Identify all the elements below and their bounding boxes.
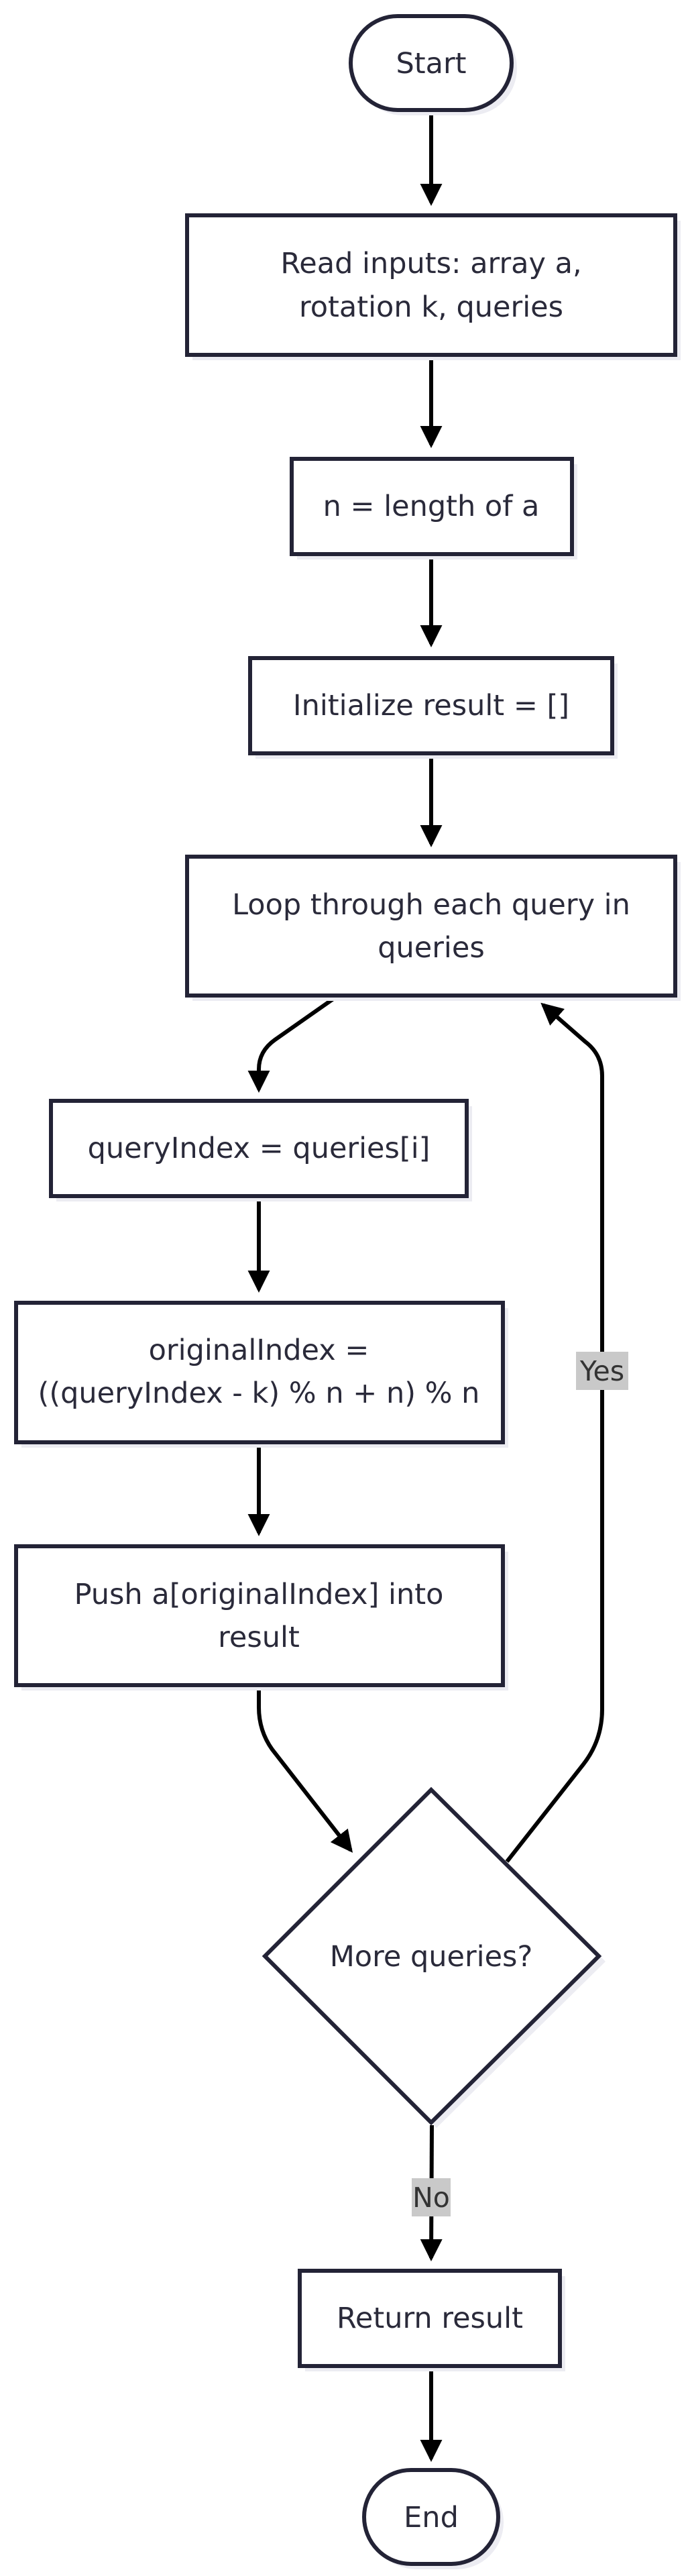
- push-label-line-1: Push a[originalIndex] into: [74, 1578, 444, 1611]
- n-length-label: n = length of a: [323, 490, 540, 523]
- edge-label-yes: Yes: [576, 1352, 628, 1390]
- edge-decision-to-loop-yes: [505, 1002, 604, 1863]
- edge-loop-to-query-index: [247, 997, 335, 1093]
- original-index-node: originalIndex = ((queryIndex - k) % n + …: [14, 1301, 508, 1448]
- query-index-label: queryIndex = queries[i]: [88, 1132, 430, 1165]
- start-node: Start: [349, 14, 517, 115]
- edge-push-to-decision: [257, 1685, 353, 1853]
- loop-node: Loop through each query in queries: [185, 855, 681, 1001]
- loop-label-line-2: queries: [378, 931, 485, 965]
- read-inputs-label-line-2: rotation k, queries: [299, 290, 563, 324]
- end-node-label: End: [404, 2501, 459, 2534]
- loop-label-line-1: Loop through each query in: [232, 888, 630, 922]
- return-result-node: Return result: [298, 2269, 565, 2371]
- original-index-label-line-1: originalIndex =: [149, 1334, 369, 1367]
- init-result-node: Initialize result = []: [248, 656, 618, 759]
- original-index-label-line-2: ((queryIndex - k) % n + n) % n: [38, 1377, 480, 1410]
- push-node: Push a[originalIndex] into result: [14, 1544, 508, 1690]
- query-index-node: queryIndex = queries[i]: [49, 1099, 472, 1201]
- return-result-label: Return result: [337, 2302, 523, 2335]
- edge-label-no: No: [412, 2178, 451, 2216]
- decision-label: More queries?: [330, 1940, 533, 1974]
- edge-label-yes-text: Yes: [579, 1355, 624, 1387]
- start-node-label: Start: [396, 47, 466, 80]
- decision-node: More queries?: [262, 1786, 606, 2128]
- read-inputs-node: Read inputs: array a, rotation k, querie…: [185, 213, 681, 360]
- edges: [247, 111, 604, 2462]
- push-label-line-2: result: [218, 1621, 300, 1654]
- end-node: End: [362, 2468, 504, 2569]
- n-length-node: n = length of a: [290, 457, 577, 559]
- edge-label-no-text: No: [412, 2182, 450, 2214]
- read-inputs-label-line-1: Read inputs: array a,: [280, 247, 581, 280]
- init-result-label: Initialize result = []: [293, 689, 569, 722]
